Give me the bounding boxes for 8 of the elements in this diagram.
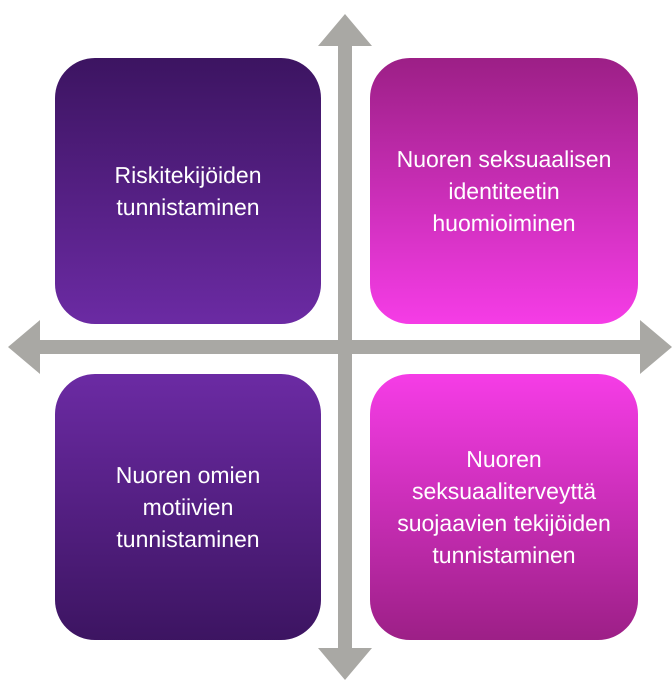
quadrant-box [370,58,638,324]
quadrant-text: Nuoren seksuaalisen identiteetin huomioiminen [396,145,612,238]
quadrant-box [55,58,321,324]
quadrant-box [370,374,638,640]
quadrant-text: Riskitekijöiden tunnistaminen [113,161,262,222]
quadrant-box [55,374,321,640]
quadrant-text: Nuoren omien motiivien tunnistaminen [114,461,262,554]
quadrant-text: Nuoren seksuaaliterveyttä suojaavien tekijöiden tunnistaminen [396,445,612,570]
